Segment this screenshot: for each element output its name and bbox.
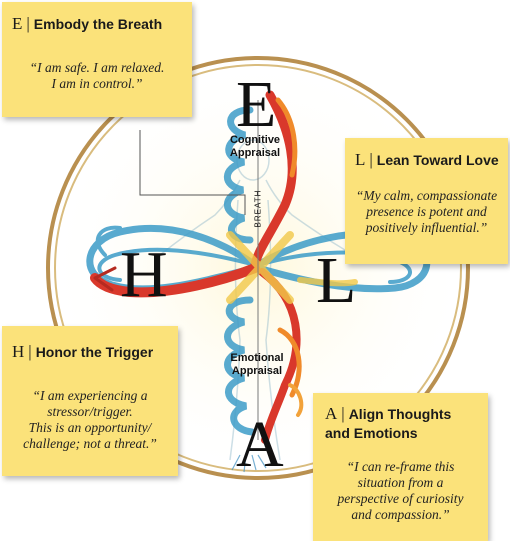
card-l-title: Lean Toward Love bbox=[377, 152, 499, 168]
card-a-title-line: Align Thoughts bbox=[349, 406, 452, 422]
card-a-sep: | bbox=[341, 404, 344, 423]
breath-label: BREATH bbox=[252, 189, 265, 229]
card-h-quote-line: This is an opportunity/ bbox=[2, 420, 178, 436]
card-lean-toward-love: L | Lean Toward Love “My calm, compassio… bbox=[345, 138, 508, 264]
emotional-line-2: Appraisal bbox=[222, 365, 292, 378]
card-l-quote-line: “My calm, compassionate bbox=[345, 188, 508, 204]
card-a-heading: A | Align Thoughts and Emotions bbox=[325, 405, 451, 442]
cognitive-line-1: Cognitive bbox=[220, 134, 290, 147]
emotional-appraisal-label: Emotional Appraisal bbox=[222, 352, 292, 378]
card-l-heading: L | Lean Toward Love bbox=[355, 150, 499, 170]
card-l-letter: L bbox=[355, 150, 365, 169]
card-a-quote-line: perspective of curiosity bbox=[313, 491, 488, 507]
card-e-quote-line: I am in control.” bbox=[2, 76, 192, 92]
card-l-quote-line: presence is potent and bbox=[345, 204, 508, 220]
big-letter-h: H bbox=[120, 242, 168, 308]
card-a-letter: A bbox=[325, 404, 337, 423]
card-e-sep: | bbox=[26, 14, 29, 33]
card-e-letter: E bbox=[12, 14, 22, 33]
cognitive-line-2: Appraisal bbox=[220, 147, 290, 160]
card-h-quote-line: “I am experiencing a bbox=[2, 388, 178, 404]
card-e-quote-line: “I am safe. I am relaxed. bbox=[2, 60, 192, 76]
card-a-title-line: and Emotions bbox=[325, 424, 451, 442]
card-embody-breath: E | Embody the Breath “I am safe. I am r… bbox=[2, 2, 192, 117]
card-h-title: Honor the Trigger bbox=[36, 344, 153, 360]
card-e-title: Embody the Breath bbox=[34, 16, 162, 32]
card-honor-trigger: H | Honor the Trigger “I am experiencing… bbox=[2, 326, 178, 476]
card-h-quote-line: challenge; not a threat.” bbox=[2, 436, 178, 452]
card-h-quote-line: stressor/trigger. bbox=[2, 404, 178, 420]
card-h-sep: | bbox=[28, 342, 31, 361]
big-letter-e: E bbox=[236, 72, 276, 138]
card-a-quote: “I can re-frame this situation from a pe… bbox=[313, 459, 488, 523]
card-l-quote: “My calm, compassionate presence is pote… bbox=[345, 188, 508, 236]
card-a-quote-line: and compassion.” bbox=[313, 507, 488, 523]
card-h-heading: H | Honor the Trigger bbox=[12, 342, 153, 362]
card-align-thoughts: A | Align Thoughts and Emotions “I can r… bbox=[313, 393, 488, 541]
card-l-sep: | bbox=[369, 150, 372, 169]
card-e-quote: “I am safe. I am relaxed. I am in contro… bbox=[2, 60, 192, 92]
card-h-letter: H bbox=[12, 342, 24, 361]
emotional-line-1: Emotional bbox=[222, 352, 292, 365]
card-a-quote-line: situation from a bbox=[313, 475, 488, 491]
card-l-quote-line: positively influential.” bbox=[345, 220, 508, 236]
cognitive-appraisal-label: Cognitive Appraisal bbox=[220, 134, 290, 160]
card-e-heading: E | Embody the Breath bbox=[12, 14, 162, 34]
card-a-quote-line: “I can re-frame this bbox=[313, 459, 488, 475]
big-letter-a: A bbox=[236, 412, 284, 478]
card-h-quote: “I am experiencing a stressor/trigger. T… bbox=[2, 388, 178, 452]
